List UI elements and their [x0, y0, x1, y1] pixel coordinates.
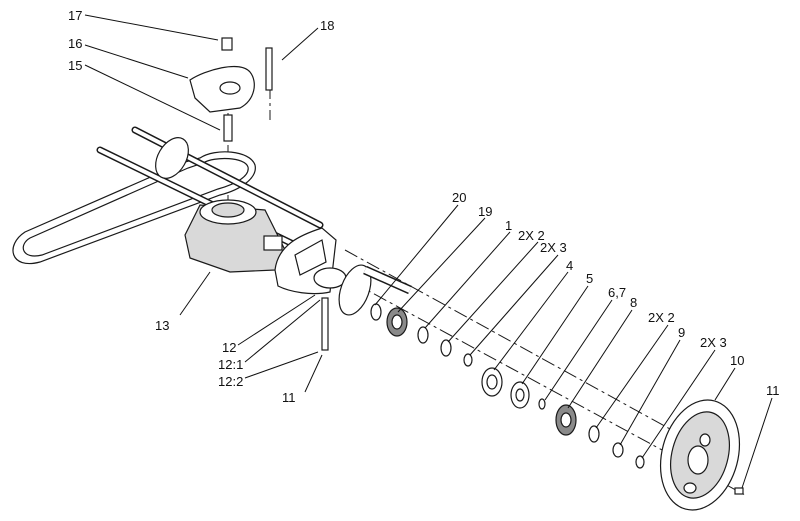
callout-4: 4: [566, 258, 573, 273]
leader-16: [84, 44, 189, 79]
leader-lines: [84, 14, 773, 489]
leader-17: [84, 14, 219, 41]
washer-2b: [588, 425, 600, 443]
ring-4-bore: [486, 374, 498, 390]
callout-18: 18: [320, 18, 334, 33]
callout-1: 1: [505, 218, 512, 233]
transmission-housing: [184, 199, 286, 273]
washer-1: [417, 326, 429, 344]
callout-10: 10: [730, 353, 744, 368]
leader-2x2b: [595, 324, 669, 429]
callout-11b: 11: [282, 390, 296, 405]
callout-12-1: 12:1: [218, 357, 243, 372]
leader-1: [424, 231, 511, 329]
callout-17: 17: [68, 8, 82, 23]
sector-slot: [294, 239, 327, 276]
leader-9: [619, 339, 681, 446]
upper-shaft-axis: [344, 249, 691, 441]
callout-11a: 11: [766, 383, 780, 398]
axle-stub-fill: [363, 267, 412, 293]
cap-screw: [221, 37, 233, 51]
leader-5: [521, 285, 589, 385]
leader-10: [714, 367, 736, 401]
pulley-hub: [211, 202, 245, 218]
callout-15: 15: [68, 58, 82, 73]
shift-screw: [321, 297, 329, 351]
leader-2x3a: [469, 254, 559, 356]
leader-12-1: [244, 299, 321, 363]
leader-11b: [304, 354, 323, 393]
wheel-hole-a: [699, 433, 711, 447]
gear-8-bore: [560, 412, 572, 428]
axle-shaft-group: [338, 264, 412, 316]
callout-2x3b: 2X 3: [700, 335, 727, 350]
callout-9: 9: [678, 325, 685, 340]
callout-20: 20: [452, 190, 466, 205]
mount-plate-hole: [219, 81, 241, 95]
leader-19: [397, 217, 486, 313]
shoulder-bolt: [265, 47, 273, 91]
shift-hub: [313, 267, 347, 289]
mount-bracket-assembly: [189, 37, 273, 142]
leader-11a: [741, 397, 773, 489]
leader-18: [281, 27, 319, 61]
leader-4: [493, 271, 569, 371]
leader-8: [567, 309, 633, 409]
leader-12: [237, 294, 316, 346]
shift-sector-assembly: [274, 227, 347, 351]
wheel-bolt: [734, 487, 744, 495]
washer-2: [440, 339, 452, 357]
callout-13: 13: [155, 318, 169, 333]
ring-5-bore: [515, 388, 525, 402]
callout-19: 19: [478, 204, 492, 219]
callout-2x2b: 2X 2: [648, 310, 675, 325]
leader-2x3b: [641, 349, 716, 459]
washer-20: [370, 303, 382, 321]
bearing-19-bore: [391, 314, 403, 330]
callout-12: 12: [222, 340, 236, 355]
callout-2x2a: 2X 2: [518, 228, 545, 243]
shaft-components: [370, 303, 645, 469]
callout-6-7: 6,7: [608, 285, 626, 300]
wheel-hole-b: [683, 482, 697, 494]
callout-5: 5: [586, 271, 593, 286]
leader-20: [374, 204, 459, 306]
drive-wheel: [659, 399, 744, 511]
washer-9: [612, 442, 624, 458]
clip-3: [463, 353, 473, 367]
leader-15: [84, 64, 221, 131]
leader-2x2a: [447, 241, 539, 343]
callout-2x3a: 2X 3: [540, 240, 567, 255]
callout-labels: 17 18 16 15 20 19 1 2X 2 2X 3 4 5 6,7 8 …: [68, 8, 780, 405]
spacer: [223, 114, 233, 142]
clip-3b: [635, 455, 645, 469]
leader-13: [179, 271, 211, 316]
leader-6-7: [544, 299, 613, 401]
callout-12-2: 12:2: [218, 374, 243, 389]
key-6-7: [538, 398, 546, 410]
drive-belt: [12, 151, 256, 265]
leader-12-2: [244, 351, 319, 379]
callout-8: 8: [630, 295, 637, 310]
wheel-hub: [687, 445, 709, 475]
rod-bracket: [155, 137, 189, 179]
callout-16: 16: [68, 36, 82, 51]
housing-boss: [263, 235, 283, 251]
axle-flange: [338, 264, 372, 316]
